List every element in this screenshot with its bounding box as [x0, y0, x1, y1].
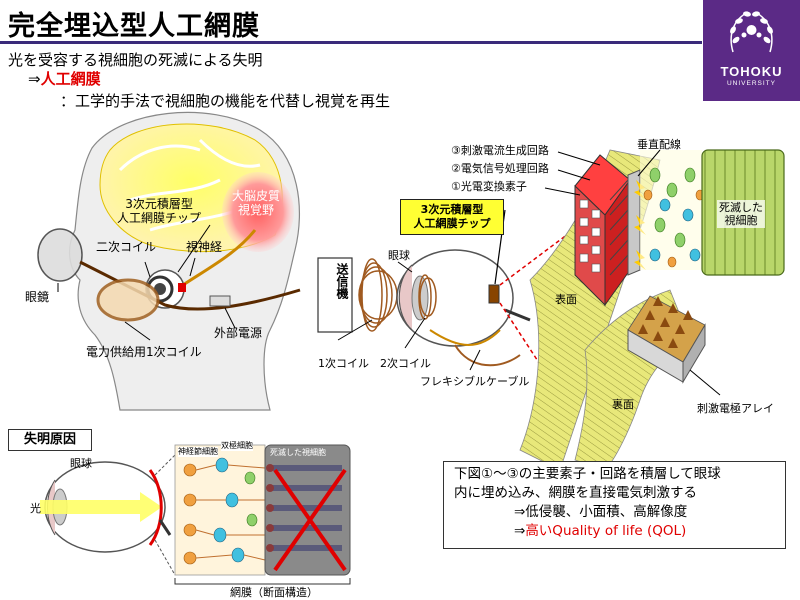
eyeball-label: 眼球 — [388, 249, 410, 262]
dead-photoreceptor-label: 死滅した視細胞 — [270, 448, 326, 457]
bipolar-label: 双極細胞 — [221, 441, 253, 451]
signal-processing-label: ②電気信号処理回路 — [451, 162, 549, 175]
header-line-1: 光を受容する視細胞の死滅による失明 — [8, 51, 263, 69]
title-rule — [0, 41, 702, 44]
summary-line-4: ⇒高いQuality of life (QOL) — [454, 522, 775, 541]
leaf-emblem-icon — [730, 11, 773, 53]
coil2-label: 2次コイル — [380, 357, 431, 370]
summary-box: 下図①～③の主要素子・回路を積層して眼球 内に埋め込み、網膜を直接電気刺激する … — [443, 461, 786, 549]
primary-coil-label: 電力供給用1次コイル — [86, 345, 202, 359]
vertical-wiring-label: 垂直配線 — [637, 138, 681, 151]
chip-callout-line-1: 3次元積層型 — [420, 203, 484, 216]
cause-box: 失明原因 — [8, 429, 92, 451]
dead-cells-line-2: 視細胞 — [724, 214, 758, 227]
cause-eyeball-label: 眼球 — [70, 457, 92, 470]
cross-mark-icon — [273, 468, 347, 572]
stack-figure — [519, 149, 785, 471]
artificial-retina-label: 人工網膜 — [40, 70, 101, 88]
summary-line-1: 下図①～③の主要素子・回路を積層して眼球 — [454, 466, 721, 482]
chip-callout-box: 3次元積層型 人工網膜チップ — [400, 199, 504, 235]
secondary-coil-label: 二次コイル — [96, 240, 157, 254]
front-surface-label: 表面 — [555, 293, 577, 306]
summary-line-3: ⇒低侵襲、小面積、高解像度 — [514, 504, 688, 520]
back-surface-label: 裏面 — [612, 398, 634, 411]
header-line-2: ⇒人工網膜 — [28, 70, 101, 88]
stimulation-circuit-label: ③刺激電流生成回路 — [451, 144, 549, 157]
flexible-cable-label: フレキシブルケーブル — [420, 375, 530, 388]
dead-cells-label: 死滅した 視細胞 — [717, 200, 765, 228]
logo-sub: UNIVERSITY — [726, 80, 776, 87]
ganglion-label: 神経節細胞 — [178, 447, 218, 457]
chip-label: 3次元積層型 人工網膜チップ — [117, 197, 201, 225]
chip-callout-line-2: 人工網膜チップ — [413, 217, 491, 230]
cortex-label-line-2: 視覚野 — [238, 203, 275, 217]
chip-label-line-1: 3次元積層型 — [125, 197, 193, 211]
header-line-3: ：工学的手法で視細胞の機能を代替し視覚を再生 — [60, 92, 391, 110]
transmitter-label: 送信機 — [335, 263, 349, 299]
retina-cross-section-caption: 網膜（断面構造） — [230, 586, 318, 599]
visual-cortex-label: 大脳皮質 視覚野 — [232, 189, 280, 217]
qol-label: 高いQuality of life (QOL) — [525, 523, 687, 539]
chip-label-line-2: 人工網膜チップ — [117, 211, 202, 225]
summary-line-2: 内に埋め込み、網膜を直接電気刺激する — [454, 485, 697, 501]
page-title: 完全埋込型人工網膜 — [8, 11, 260, 42]
electrode-array-label: 刺激電極アレイ — [697, 402, 774, 415]
head-figure — [37, 111, 301, 411]
photoelectric-element-label: ①光電変換素子 — [451, 180, 527, 193]
light-label: 光 — [30, 502, 41, 515]
optic-nerve-label: 視神経 — [186, 240, 223, 254]
external-power-label: 外部電源 — [214, 326, 263, 340]
dead-cells-line-1: 死滅した — [719, 201, 763, 214]
cortex-label-line-1: 大脳皮質 — [232, 189, 281, 203]
arrow-icon: ⇒ — [28, 70, 41, 88]
cause-figure — [40, 444, 351, 585]
arrow-icon: ⇒ — [514, 523, 526, 539]
glasses-label: 眼鏡 — [25, 290, 50, 304]
university-logo: TOHOKU UNIVERSITY — [703, 0, 800, 101]
coil1-label: 1次コイル — [318, 357, 369, 370]
logo-name: TOHOKU — [720, 64, 783, 79]
